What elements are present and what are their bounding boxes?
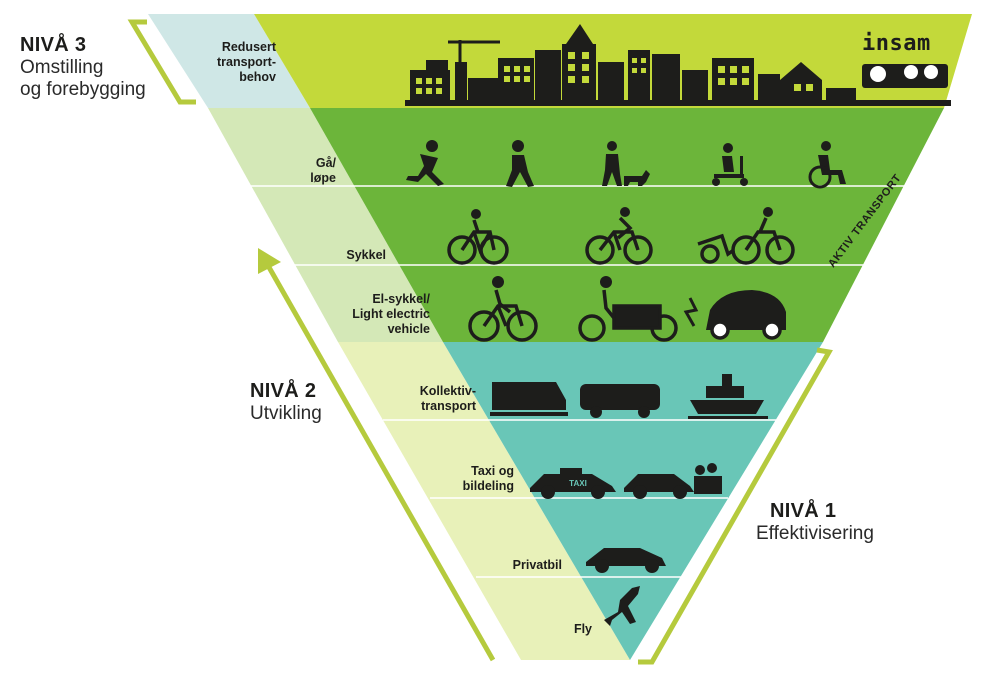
brand-logo: insam <box>862 31 931 56</box>
cargo-bike-icon <box>578 276 678 342</box>
row-label-line: transport <box>421 399 476 413</box>
level3-left-band <box>148 14 310 108</box>
level3-bracket <box>127 19 196 105</box>
level3-heading: NIVÅ 3 Omstilling og forebygging <box>20 34 146 101</box>
level2-heading: NIVÅ 2 Utvikling <box>250 380 322 425</box>
skyline-windows <box>416 52 813 94</box>
level3-line1: Omstilling <box>20 57 104 78</box>
taxi-sign-label: TAXI <box>569 479 587 488</box>
bus-icon <box>580 384 660 418</box>
road-bike-icon <box>585 207 653 265</box>
row-label-line: Fly <box>573 622 592 636</box>
row-label-ga-lope: Gå/ løpe <box>186 156 336 186</box>
row-label-line: El-sykkel/ <box>372 292 430 306</box>
row-label-fly: Fly <box>442 622 592 637</box>
level1-heading: NIVÅ 1 Effektivisering <box>756 500 874 545</box>
dog-walker-icon <box>602 141 650 186</box>
row-label-line: vehicle <box>387 322 430 336</box>
row-label-line: Sykkel <box>346 248 386 262</box>
row-label-line: løpe <box>310 171 336 185</box>
row-label-line: Taxi og <box>471 464 514 478</box>
train-icon <box>490 382 568 416</box>
license-badge-icon <box>862 64 948 88</box>
ferry-icon <box>688 374 768 419</box>
level1-line1: Effektivisering <box>756 523 874 544</box>
row-label-line: bildeling <box>462 479 514 493</box>
active-left-band <box>208 108 443 342</box>
level1-bracket <box>638 347 833 665</box>
level3-title: NIVÅ 3 <box>20 34 87 56</box>
car-icon <box>586 548 666 573</box>
airplane-icon <box>604 586 640 626</box>
level3-line2: og forebygging <box>20 79 146 100</box>
row-label-line: Light electric <box>352 307 430 321</box>
row-label-kollektiv: Kollektiv- transport <box>326 384 476 414</box>
row-label-taxi: Taxi og bildeling <box>364 464 514 494</box>
scooter-icon <box>712 143 748 186</box>
row-label-line: Redusert <box>221 40 276 54</box>
row-label-line: Gå/ <box>315 156 336 170</box>
e-bike-icon <box>468 276 538 342</box>
carshare-icon <box>624 463 722 499</box>
effective-left-band <box>338 342 630 660</box>
taxi-icon: TAXI <box>530 468 616 499</box>
bicycle-icon <box>447 209 509 265</box>
row-label-line: transport- <box>216 55 276 69</box>
wheelchair-icon <box>808 141 846 189</box>
level2-title: NIVÅ 2 <box>250 380 317 402</box>
row-label-el-sykkel: El-sykkel/ Light electric vehicle <box>280 292 430 337</box>
effective-main-band <box>443 342 823 660</box>
level2-line1: Utvikling <box>250 403 322 424</box>
row-label-redusert: Redusert transport- behov <box>126 40 276 85</box>
walker-icon <box>506 140 534 187</box>
row-label-line: behov <box>239 70 276 84</box>
row-label-line: Kollektiv- <box>419 384 476 398</box>
row-label-privatbil: Privatbil <box>412 558 562 573</box>
row-label-line: Privatbil <box>512 558 562 572</box>
runner-icon <box>406 140 444 186</box>
electric-pod-icon <box>683 290 786 340</box>
level1-title: NIVÅ 1 <box>770 500 837 522</box>
level2-arrow <box>258 248 496 662</box>
bike-trailer-icon <box>697 207 795 265</box>
row-label-sykkel: Sykkel <box>236 248 386 263</box>
